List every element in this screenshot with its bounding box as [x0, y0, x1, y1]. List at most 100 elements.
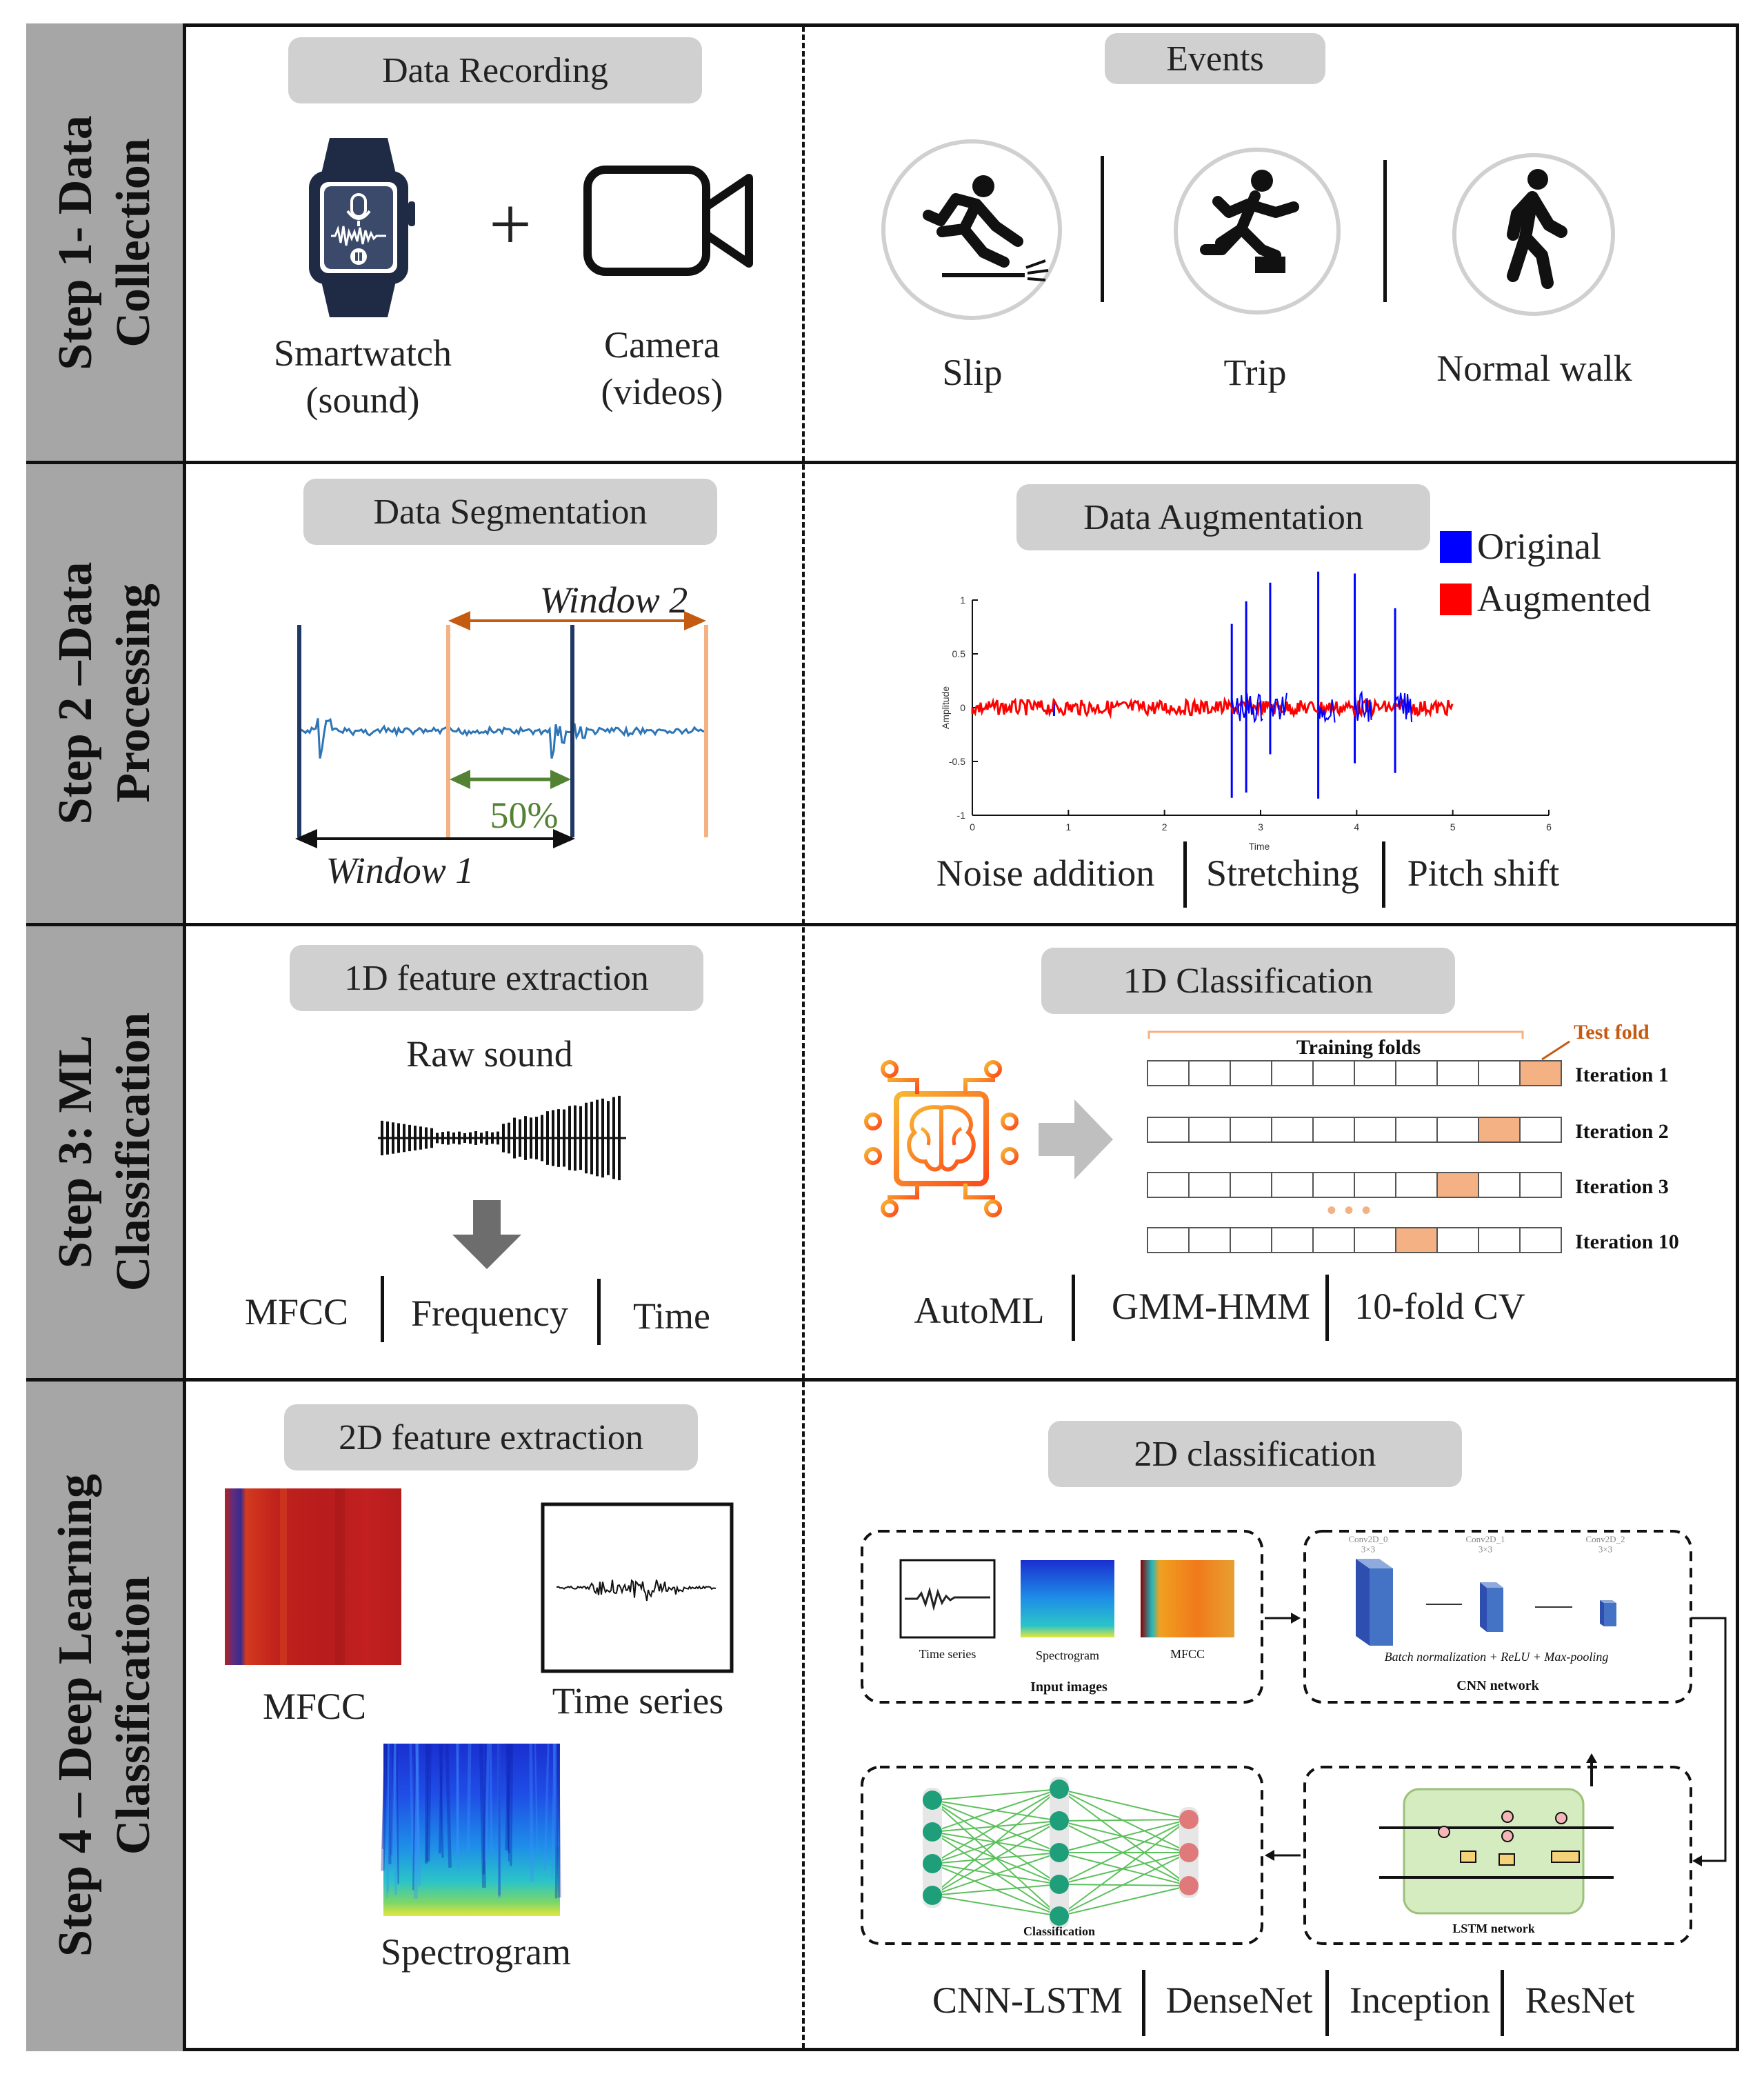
feature-separator-2 — [597, 1279, 601, 1345]
y-tick-label: 0 — [960, 702, 965, 713]
method-separator-1 — [1183, 841, 1187, 908]
training-fold-cell — [1271, 1060, 1314, 1086]
nn-edge — [932, 1884, 1060, 1896]
step-3-label: Step 3: ML Classification — [48, 1012, 160, 1292]
training-fold-cell — [1519, 1117, 1562, 1143]
spectrogram-streak — [505, 1743, 512, 1851]
event-slip-label: Slip — [942, 352, 1003, 393]
lstm-network-label: LSTM network — [1452, 1922, 1535, 1935]
automl-brain-icon — [864, 1060, 1019, 1217]
method-stretching: Stretching — [1206, 852, 1359, 894]
nn-edge — [1059, 1819, 1190, 1853]
time-series-image — [541, 1502, 734, 1673]
nn-node — [923, 1886, 942, 1905]
training-fold-cell — [1354, 1172, 1396, 1198]
nn-layer-bg — [923, 1788, 942, 1908]
training-fold-cell — [1354, 1060, 1396, 1086]
lstm-network-box — [1303, 1766, 1692, 1945]
plus-sign: + — [488, 182, 532, 266]
legend-original-label: Original — [1477, 526, 1601, 567]
window-1-label: Window 1 — [325, 850, 474, 891]
training-fold-cell — [1436, 1060, 1479, 1086]
spectrogram-streak — [455, 1743, 460, 1854]
event-separator-1 — [1101, 156, 1104, 302]
spectrogram-streak — [510, 1743, 514, 1866]
augmentation-chart-xlabel: Time — [1249, 841, 1270, 852]
x-tick-label: 1 — [1065, 821, 1071, 832]
dl-separator-1 — [1142, 1970, 1145, 2036]
training-fold-cell — [1271, 1227, 1314, 1253]
spectrogram-streak — [416, 1743, 419, 1862]
nn-edge — [1059, 1819, 1190, 1917]
step-column: Step 1- Data Collection Step 2 –Data Pro… — [26, 23, 186, 2051]
spectrogram-streak — [438, 1743, 443, 1854]
nn-edge — [1059, 1885, 1190, 1917]
original-series-line — [1231, 690, 1413, 724]
nn-node — [1050, 1906, 1069, 1926]
nn-edge — [1059, 1852, 1190, 1917]
test-fold-cell — [1478, 1117, 1521, 1143]
spectrogram-streak — [551, 1743, 556, 1879]
method-inception: Inception — [1350, 1980, 1490, 2021]
spectrogram-streak — [439, 1743, 444, 1858]
classification-2d-title: 2D classification — [1048, 1421, 1462, 1487]
x-tick-label: 3 — [1258, 821, 1263, 832]
x-tick-label: 0 — [970, 821, 975, 832]
feature-frequency: Frequency — [411, 1293, 568, 1334]
nn-node — [923, 1822, 942, 1842]
method-densenet: DenseNet — [1165, 1980, 1313, 2021]
step-2-label: Step 2 –Data Processing — [48, 561, 160, 825]
nn-edge — [932, 1788, 1060, 1864]
spectrogram-streak — [424, 1743, 429, 1864]
nn-node — [1050, 1811, 1069, 1831]
y-tick-label: -0.5 — [949, 756, 965, 767]
raw-sound-waveform — [378, 1095, 626, 1181]
method-noise-addition: Noise addition — [936, 852, 1155, 894]
training-fold-cell — [1436, 1117, 1479, 1143]
step-2-cell: Step 2 –Data Processing — [26, 462, 186, 924]
step-1-cell: Step 1- Data Collection — [26, 23, 186, 462]
training-fold-cell — [1519, 1172, 1562, 1198]
nn-node — [1050, 1779, 1069, 1799]
training-fold-cell — [1478, 1172, 1521, 1198]
mfcc-image — [225, 1488, 401, 1665]
camera-icon — [583, 166, 753, 276]
method-cnn-lstm: CNN-LSTM — [932, 1980, 1123, 2021]
spectrogram-streak — [409, 1743, 414, 1871]
training-fold-cell — [1312, 1060, 1355, 1086]
training-fold-cell — [1230, 1117, 1272, 1143]
training-fold-cell — [1147, 1117, 1190, 1143]
spectrogram-streak — [445, 1743, 452, 1868]
legend-augmented-label: Augmented — [1477, 578, 1651, 619]
iteration-label: Iteration 1 — [1575, 1064, 1669, 1086]
x-tick-label: 2 — [1162, 821, 1167, 832]
nn-node — [1050, 1875, 1069, 1894]
data-segmentation-title: Data Segmentation — [303, 479, 717, 545]
slip-icon — [881, 139, 1062, 320]
cls-separator-1 — [1072, 1275, 1075, 1341]
feature-time: Time — [632, 1295, 711, 1337]
training-fold-cell — [1312, 1227, 1355, 1253]
method-10-fold-cv: 10-fold CV — [1354, 1286, 1525, 1327]
event-normal-walk-label: Normal walk — [1436, 348, 1632, 389]
training-fold-cell — [1395, 1060, 1438, 1086]
events-title: Events — [1105, 33, 1325, 84]
spectrogram-streak — [484, 1743, 490, 1862]
y-tick-label: 0.5 — [952, 648, 966, 659]
time-series-image-label: Time series — [552, 1680, 724, 1722]
row-divider-3 — [26, 1378, 1739, 1382]
test-fold-cell — [1519, 1060, 1562, 1086]
deep-learning-pipeline: Time series Spectrogram MFCC Input image… — [861, 1530, 1727, 1945]
spectrogram-streak — [482, 1743, 488, 1875]
spectrogram-streak — [508, 1743, 510, 1862]
spectrogram-streak — [505, 1743, 510, 1853]
training-fold-cell — [1354, 1227, 1396, 1253]
training-fold-cell — [1519, 1227, 1562, 1253]
overlap-label: 50% — [490, 795, 559, 836]
training-folds-label: Training folds — [1296, 1036, 1421, 1059]
classification-box — [861, 1766, 1263, 1945]
step-4-cell: Step 4 – Deep Learning Classification — [26, 1379, 186, 2051]
training-fold-cell — [1230, 1172, 1272, 1198]
